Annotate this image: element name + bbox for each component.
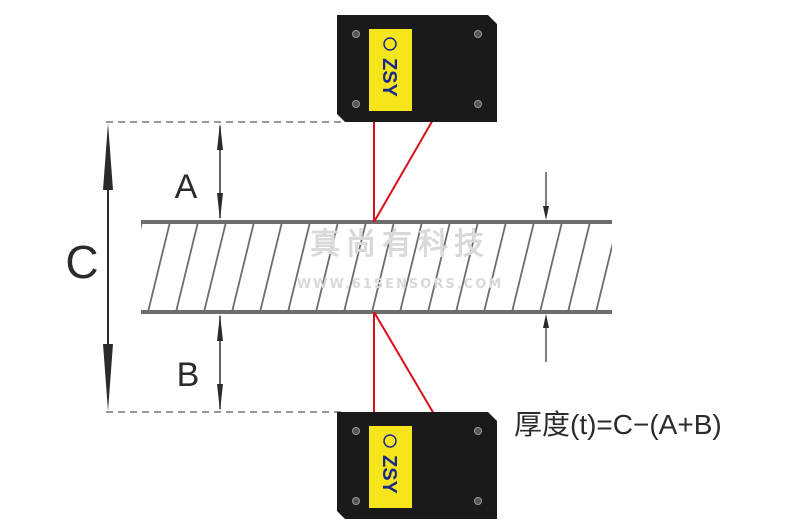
hatch-line [315, 222, 339, 312]
screw-icon [474, 30, 482, 38]
hatch-line [567, 222, 591, 312]
watermark-title: 真尚有科技 [310, 227, 490, 262]
a-arrow-down-icon [217, 193, 223, 220]
b-arrow-up-icon [217, 314, 223, 341]
bottom-sensor-label [369, 426, 412, 508]
hatch-line [141, 222, 143, 230]
top-sensor-screws [352, 30, 482, 108]
hatch-line [343, 222, 367, 312]
top-sensor-logo-icon [383, 37, 397, 51]
label-a: A [175, 168, 198, 206]
top-sensor-body [337, 15, 497, 122]
hatch-line [455, 222, 479, 312]
hatch-line [203, 222, 227, 312]
laser-beams [373, 117, 435, 415]
hatch-line [231, 222, 255, 312]
hatch-line [147, 222, 171, 312]
bottom-reflected-beam [373, 311, 435, 415]
screw-icon [474, 100, 482, 108]
hatch-line [259, 222, 283, 312]
hatch-line [595, 242, 612, 312]
dimension-a-arrow [217, 123, 223, 220]
hatch-line [371, 222, 395, 312]
b-arrow-down-icon [217, 384, 223, 411]
top-sensor-label [369, 29, 412, 111]
hatch-line [175, 222, 199, 312]
top-reflected-beam [373, 117, 435, 223]
screw-icon [352, 497, 360, 505]
bottom-sensor-screws [352, 427, 482, 505]
top-laser-sensor: ZSY [337, 15, 497, 122]
thickness-formula: 厚度(t)=C−(A+B) [514, 409, 722, 440]
hatch-line [539, 222, 563, 312]
hatch-line [624, 222, 646, 312]
a-arrow-up-icon [217, 123, 223, 150]
material-hatching [141, 222, 646, 312]
hatch-line [483, 222, 507, 312]
hatch-line [511, 222, 535, 312]
dimension-b-arrow [217, 314, 223, 411]
screw-icon [474, 497, 482, 505]
hatch-line [399, 222, 423, 312]
thickness-markers [543, 172, 549, 362]
dimension-c-arrow [103, 123, 113, 411]
hatch-line [427, 222, 451, 312]
material-band [141, 220, 646, 314]
bottom-sensor-logo-icon [383, 434, 397, 448]
bottom-laser-sensor: ZSY [337, 412, 497, 519]
watermark-url: WWW.61SENSORS.COM [297, 277, 503, 292]
screw-icon [352, 427, 360, 435]
screw-icon [352, 100, 360, 108]
top-sensor-brand: ZSY [378, 58, 400, 98]
thickness-arrow-up-icon [543, 314, 549, 328]
c-arrow-up-icon [103, 123, 113, 190]
label-b: B [177, 356, 200, 394]
bottom-sensor-body [337, 412, 497, 519]
label-c: C [65, 236, 98, 288]
hatch-line [287, 222, 311, 312]
thickness-arrow-down-icon [543, 206, 549, 220]
bottom-sensor-brand: ZSY [378, 455, 400, 495]
screw-icon [352, 30, 360, 38]
c-arrow-down-icon [103, 344, 113, 411]
screw-icon [474, 427, 482, 435]
